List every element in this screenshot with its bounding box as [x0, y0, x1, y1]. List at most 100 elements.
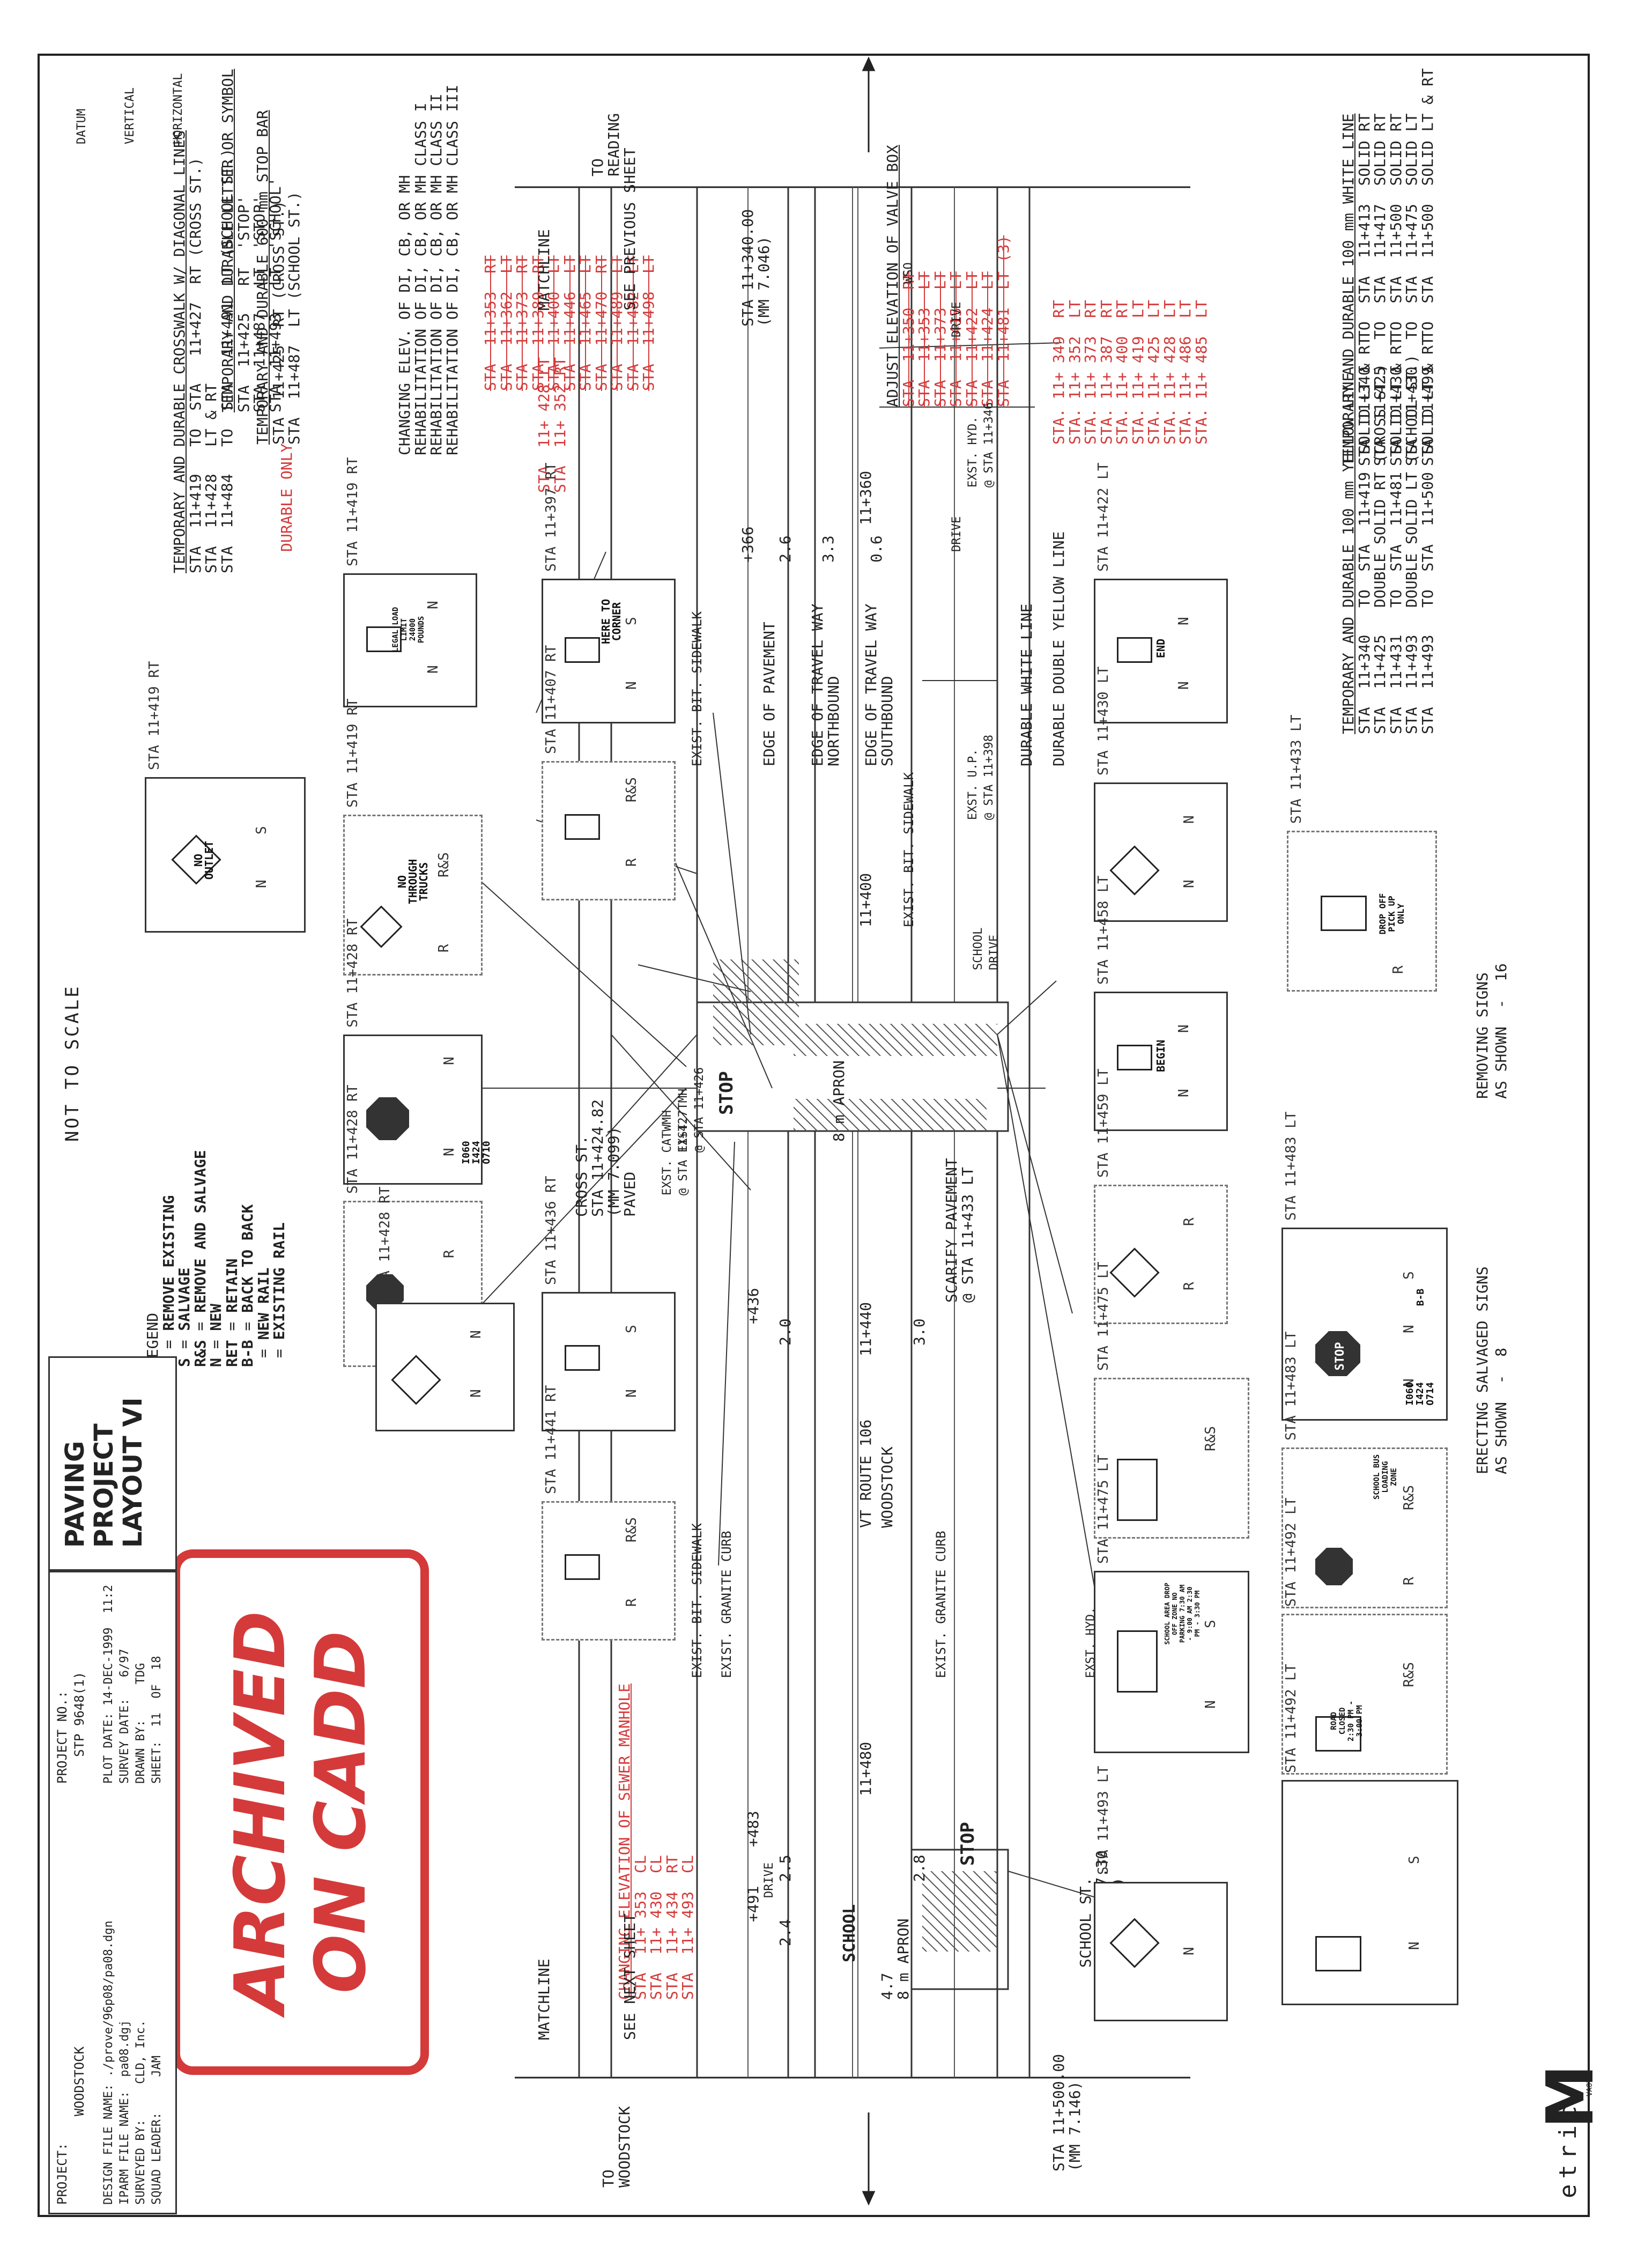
sign-code: N	[1176, 1024, 1192, 1033]
datum-label: DATUM	[75, 108, 88, 144]
sign-text-bb: B-B	[1415, 1288, 1426, 1306]
notes-crosswalk-title: TEMPORARY AND DURABLE CROSSWALK W/ DIAGO…	[171, 130, 188, 573]
sign-sta: STA 11+492 LT	[1283, 1497, 1299, 1607]
width-26: 2.6	[776, 535, 794, 563]
sign-code: R	[1390, 965, 1406, 974]
sign-text-stop: STOP	[1333, 1342, 1347, 1371]
sign-code: N	[425, 601, 441, 609]
red-sta: STA. 11+ 373 RT	[1081, 300, 1099, 445]
sta-360-label: 11+360	[857, 470, 875, 525]
sign-code: N	[1181, 815, 1197, 824]
sign-code: R	[1401, 1577, 1417, 1585]
tb-drawn: DRAWN BY: TDG	[134, 1663, 147, 1784]
school-crossing-sign-icon	[1109, 845, 1160, 896]
sign-code: R	[1181, 1217, 1197, 1226]
school-legend-pavement: SCHOOL	[840, 1904, 859, 1962]
sign-code: N	[1176, 1089, 1192, 1097]
sign-sta: STA 11+493 LT	[1095, 1765, 1112, 1875]
tb-project-label: PROJECT:	[55, 2143, 70, 2205]
school-crossing-sign-icon	[1109, 1247, 1160, 1298]
edge-travel-sb-label: EDGE OF TRAVEL WAY	[862, 603, 880, 766]
tb-project-no-label: PROJECT NO.:	[55, 1690, 70, 1784]
struck-sta: STA 11+470 RT	[592, 255, 610, 391]
notes-white-line: STA 11+340 TO STA 11+413 SOLID RT	[1355, 113, 1373, 466]
notes-stopbar: TEMPORARY AND DURABLE 600 mm STOP BAR ST…	[254, 110, 303, 445]
sign-code: N	[1181, 880, 1197, 888]
struck-sta: STA 11+481 LT (3)	[994, 235, 1012, 407]
sign-code: N	[468, 1389, 484, 1398]
red-sta: STA. 11+ 387 RT	[1097, 300, 1115, 445]
northbound-label: NORTHBOUND	[825, 676, 842, 766]
horizontal-label: HORIZONTAL	[172, 73, 185, 144]
removing-title: REMOVING SIGNS	[1473, 972, 1491, 1099]
legend-item: R = REMOVE EXISTING	[159, 1195, 177, 1367]
sign-text-codes-b: I060 I424 O710	[461, 1141, 492, 1164]
legend-item: N = NEW	[207, 1303, 225, 1367]
legend-item: RET = RETAIN	[223, 1258, 241, 1367]
direction-arrows	[862, 56, 876, 2206]
sign-code: R&S	[624, 777, 640, 802]
stop-sign-icon	[1315, 1548, 1353, 1585]
notes-letter-durable: DURABLE ONLY	[278, 443, 295, 552]
southbound-label: SOUTHBOUND	[878, 676, 896, 766]
width-24: 2.4	[776, 1919, 794, 1946]
to-woodstock-label: TO WOODSTOCK	[599, 2106, 633, 2188]
sign-sta: STA 11+397 RT	[543, 462, 559, 572]
notes-letter-title: TEMPORARY AND DURABLE LETTER OR SYMBOL	[219, 69, 236, 412]
width-06: 0.6	[868, 535, 885, 563]
sidewalk-label-2: EXIST. BIT. SIDEWALK	[690, 1523, 705, 1678]
tb-sheet: SHEET: 11 OF 18	[150, 1656, 164, 1784]
sign-text-here-to-corner: HERE TO CORNER	[599, 599, 623, 645]
crosswalk-cross-st-c	[713, 959, 799, 1045]
crosswalk-cross-st-b	[794, 1024, 997, 1056]
tb-squad: SQUAD LEADER: JAM	[150, 2055, 164, 2205]
sign-code: N	[425, 665, 441, 674]
sign-sta: STA 11+419 RT	[146, 661, 162, 771]
logo-sub: VAOT	[1585, 2078, 1594, 2096]
crosswalk-school-st	[922, 1871, 997, 1952]
sign-text-no-through: NO THROUGH TRUCKS	[396, 859, 430, 905]
red-sta: STA. 11+ 349 RT	[1050, 300, 1068, 445]
legend-item: S = SALVAGE	[175, 1267, 193, 1367]
sign-text-bus-zone: SCHOOL BUS LOADING ZONE	[1373, 1454, 1398, 1500]
sign-code: S	[1401, 1271, 1417, 1280]
plus-491-label: +491	[744, 1886, 762, 1922]
width-20: 2.0	[776, 1318, 794, 1346]
sign-sta: STA 11+422 LT	[1095, 462, 1112, 572]
sign-text-end: END	[1154, 638, 1167, 659]
school-st-road	[910, 1849, 1009, 1990]
sign-sta: STA 11+458 LT	[1095, 875, 1112, 985]
datum-block: DATUM VERTICAL HORIZONTAL	[42, 5, 219, 144]
sidewalk-label-3: EXIST. BIT. SIDEWALK	[901, 772, 916, 927]
tb-project: WOODSTOCK	[72, 2046, 87, 2116]
sign-sta: STA 11+436 RT	[543, 1176, 559, 1286]
legend-item: = NEW RAIL	[254, 1267, 272, 1367]
sign-code: S	[624, 617, 640, 625]
notes-white-line: STA 11+425 TO STA 11+417 SOLID RT	[1371, 113, 1389, 466]
sign-code: N	[1176, 617, 1192, 625]
legend-item: = EXISTING RAIL	[270, 1222, 288, 1367]
tb-project-no: STP 9648(1)	[72, 1672, 87, 1757]
sign-sta: STA 11+475 LT	[1095, 1454, 1112, 1564]
no-parking-sign-icon	[565, 637, 600, 663]
no-parking-sign-icon	[565, 1554, 600, 1580]
stop-legend-pavement: STOP	[716, 1071, 737, 1115]
no-outlet-sign-icon	[360, 905, 403, 948]
sign-code: R	[436, 944, 452, 952]
road-edges	[578, 187, 1031, 2078]
sign-sta: STA 11+428 RT	[377, 1186, 393, 1296]
notes-changing: CHANGING ELEV. OF DI, CB, OR MH REHABILI…	[396, 85, 461, 455]
struck-sta: STA 11+373 RT	[513, 255, 531, 391]
to-reading-label: TO READING	[589, 113, 623, 176]
notes-letter-line: STA 11+425 RT 'STOP'	[234, 195, 253, 412]
apron-1-label: 8 m APRON	[830, 1060, 848, 1142]
notes-changing-line: REHABILITATION OF DI, CB, OR MH CLASS I	[411, 102, 429, 455]
apron-2-label: 4.7 8 m APRON	[878, 1918, 912, 2000]
no-parking-sign-icon	[565, 1345, 600, 1371]
notes-white-line: STA 11+430 TO STA 11+475 SOLID LT	[1403, 113, 1420, 466]
granite-curb-label-2: EXIST. GRANITE CURB	[933, 1531, 949, 1678]
sign-sta: STA 11+430 LT	[1095, 666, 1112, 776]
lane-lines	[747, 187, 955, 2078]
struck-sta: STA 11+465 LT	[576, 255, 594, 391]
sign-text-begin: BEGIN	[1154, 1039, 1167, 1072]
